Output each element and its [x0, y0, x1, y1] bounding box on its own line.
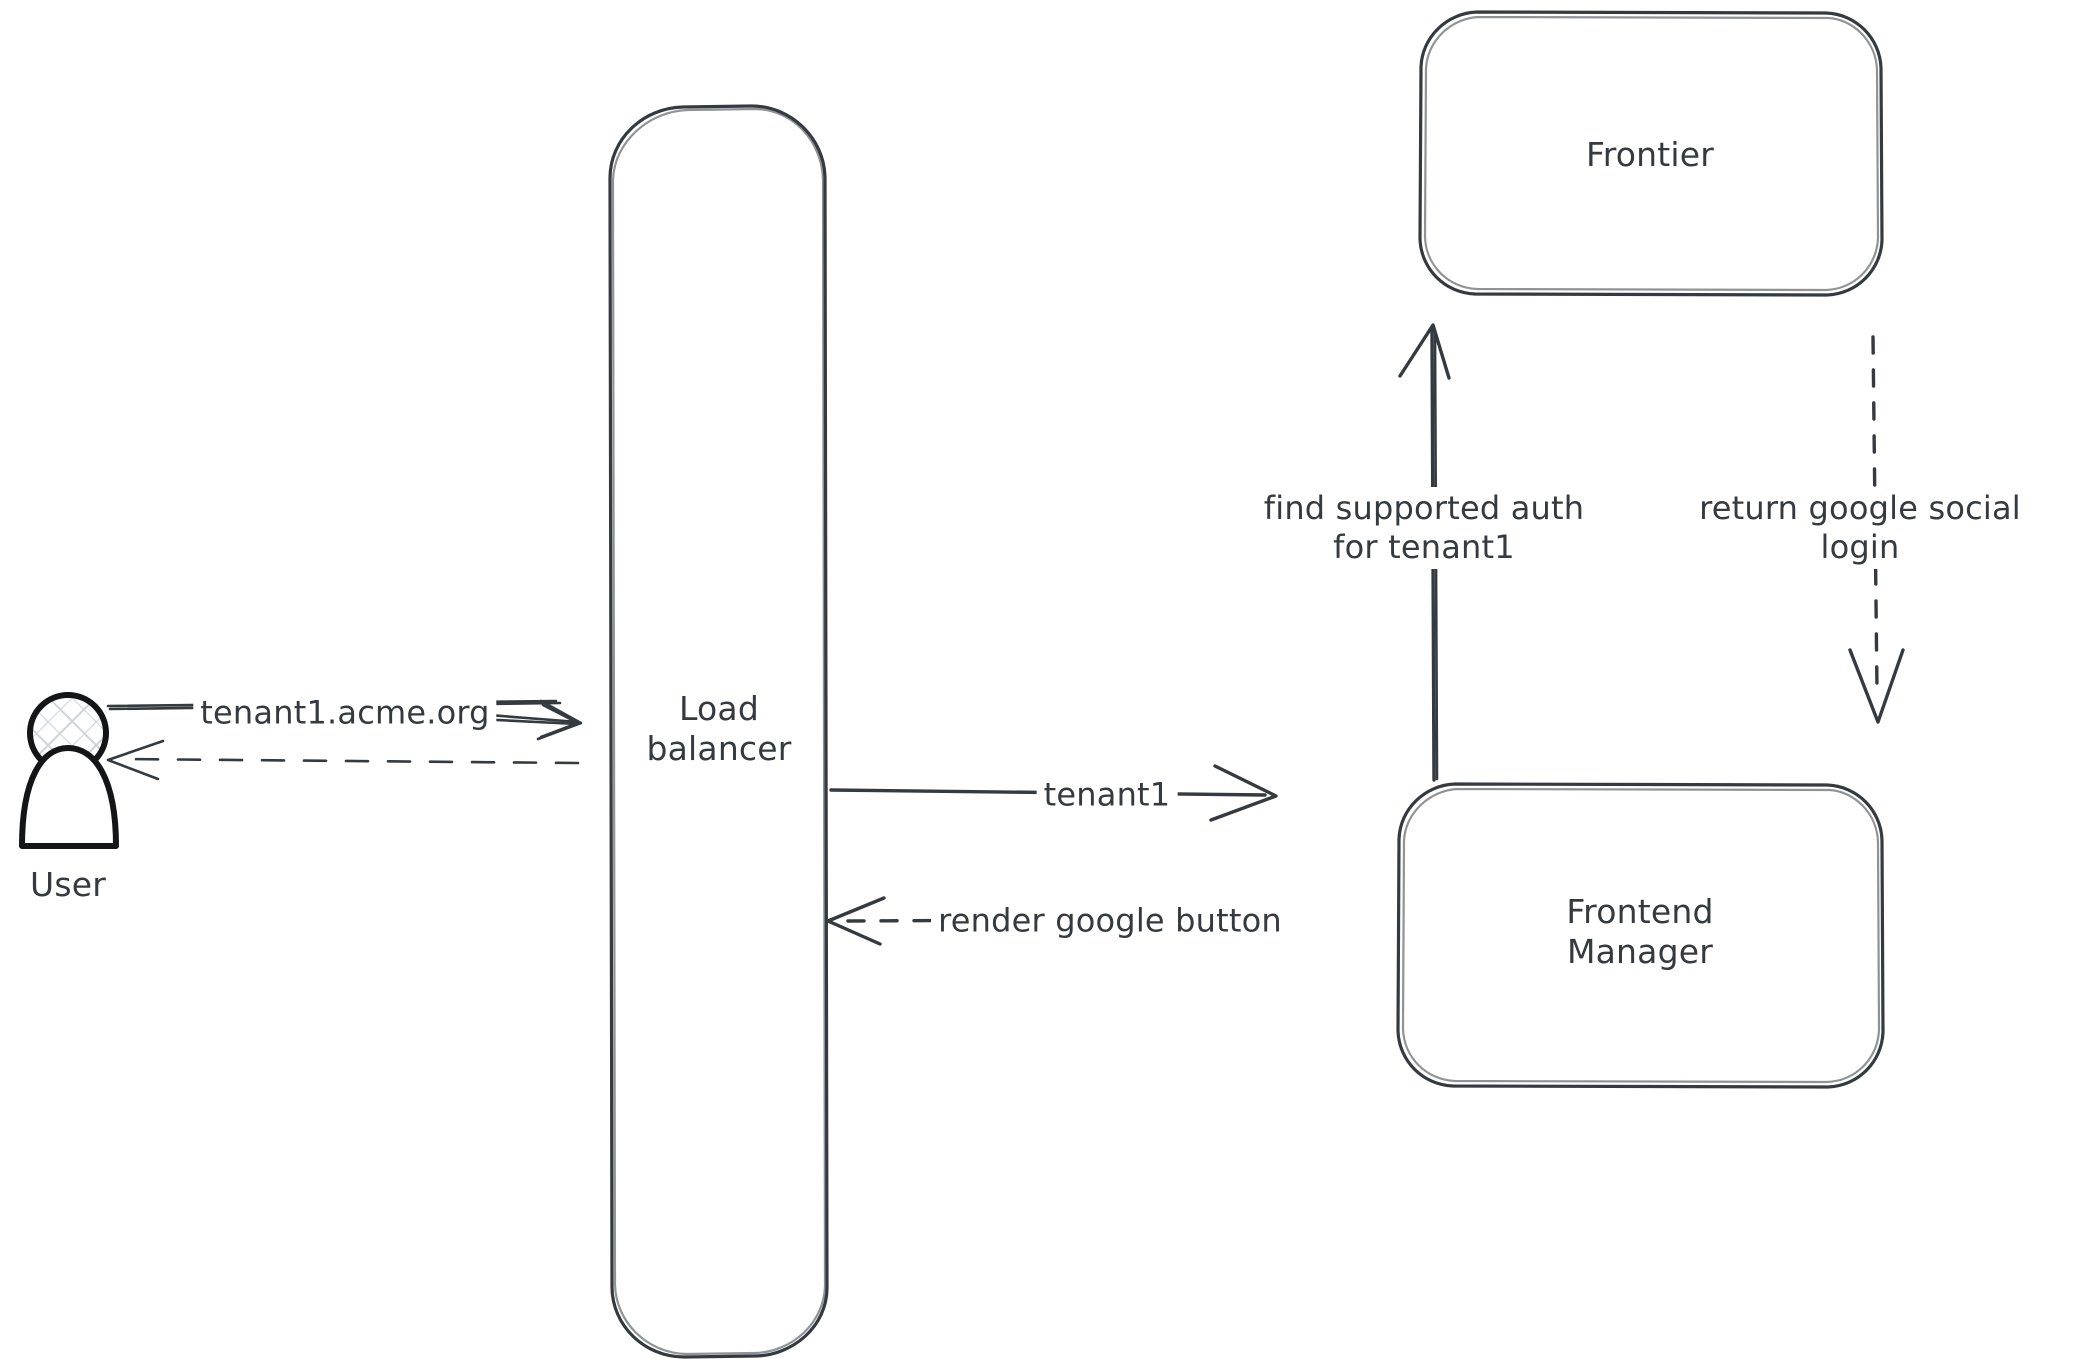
node-load-balancer-shape[interactable] [608, 104, 829, 1359]
edge-frontend-manager-to-frontier[interactable] [1398, 323, 1451, 782]
node-frontend-manager-shape[interactable] [1396, 782, 1885, 1089]
edge-load-balancer-to-frontend-manager[interactable] [829, 764, 1278, 822]
edge-user-to-load-balancer[interactable] [106, 699, 583, 741]
edge-load-balancer-to-user[interactable] [106, 739, 580, 781]
edge-frontier-to-frontend-manager[interactable] [1848, 335, 1905, 724]
node-frontier-shape[interactable] [1418, 10, 1884, 297]
node-user-shape[interactable] [18, 685, 123, 855]
edge-frontend-manager-to-load-balancer[interactable] [826, 896, 1262, 946]
